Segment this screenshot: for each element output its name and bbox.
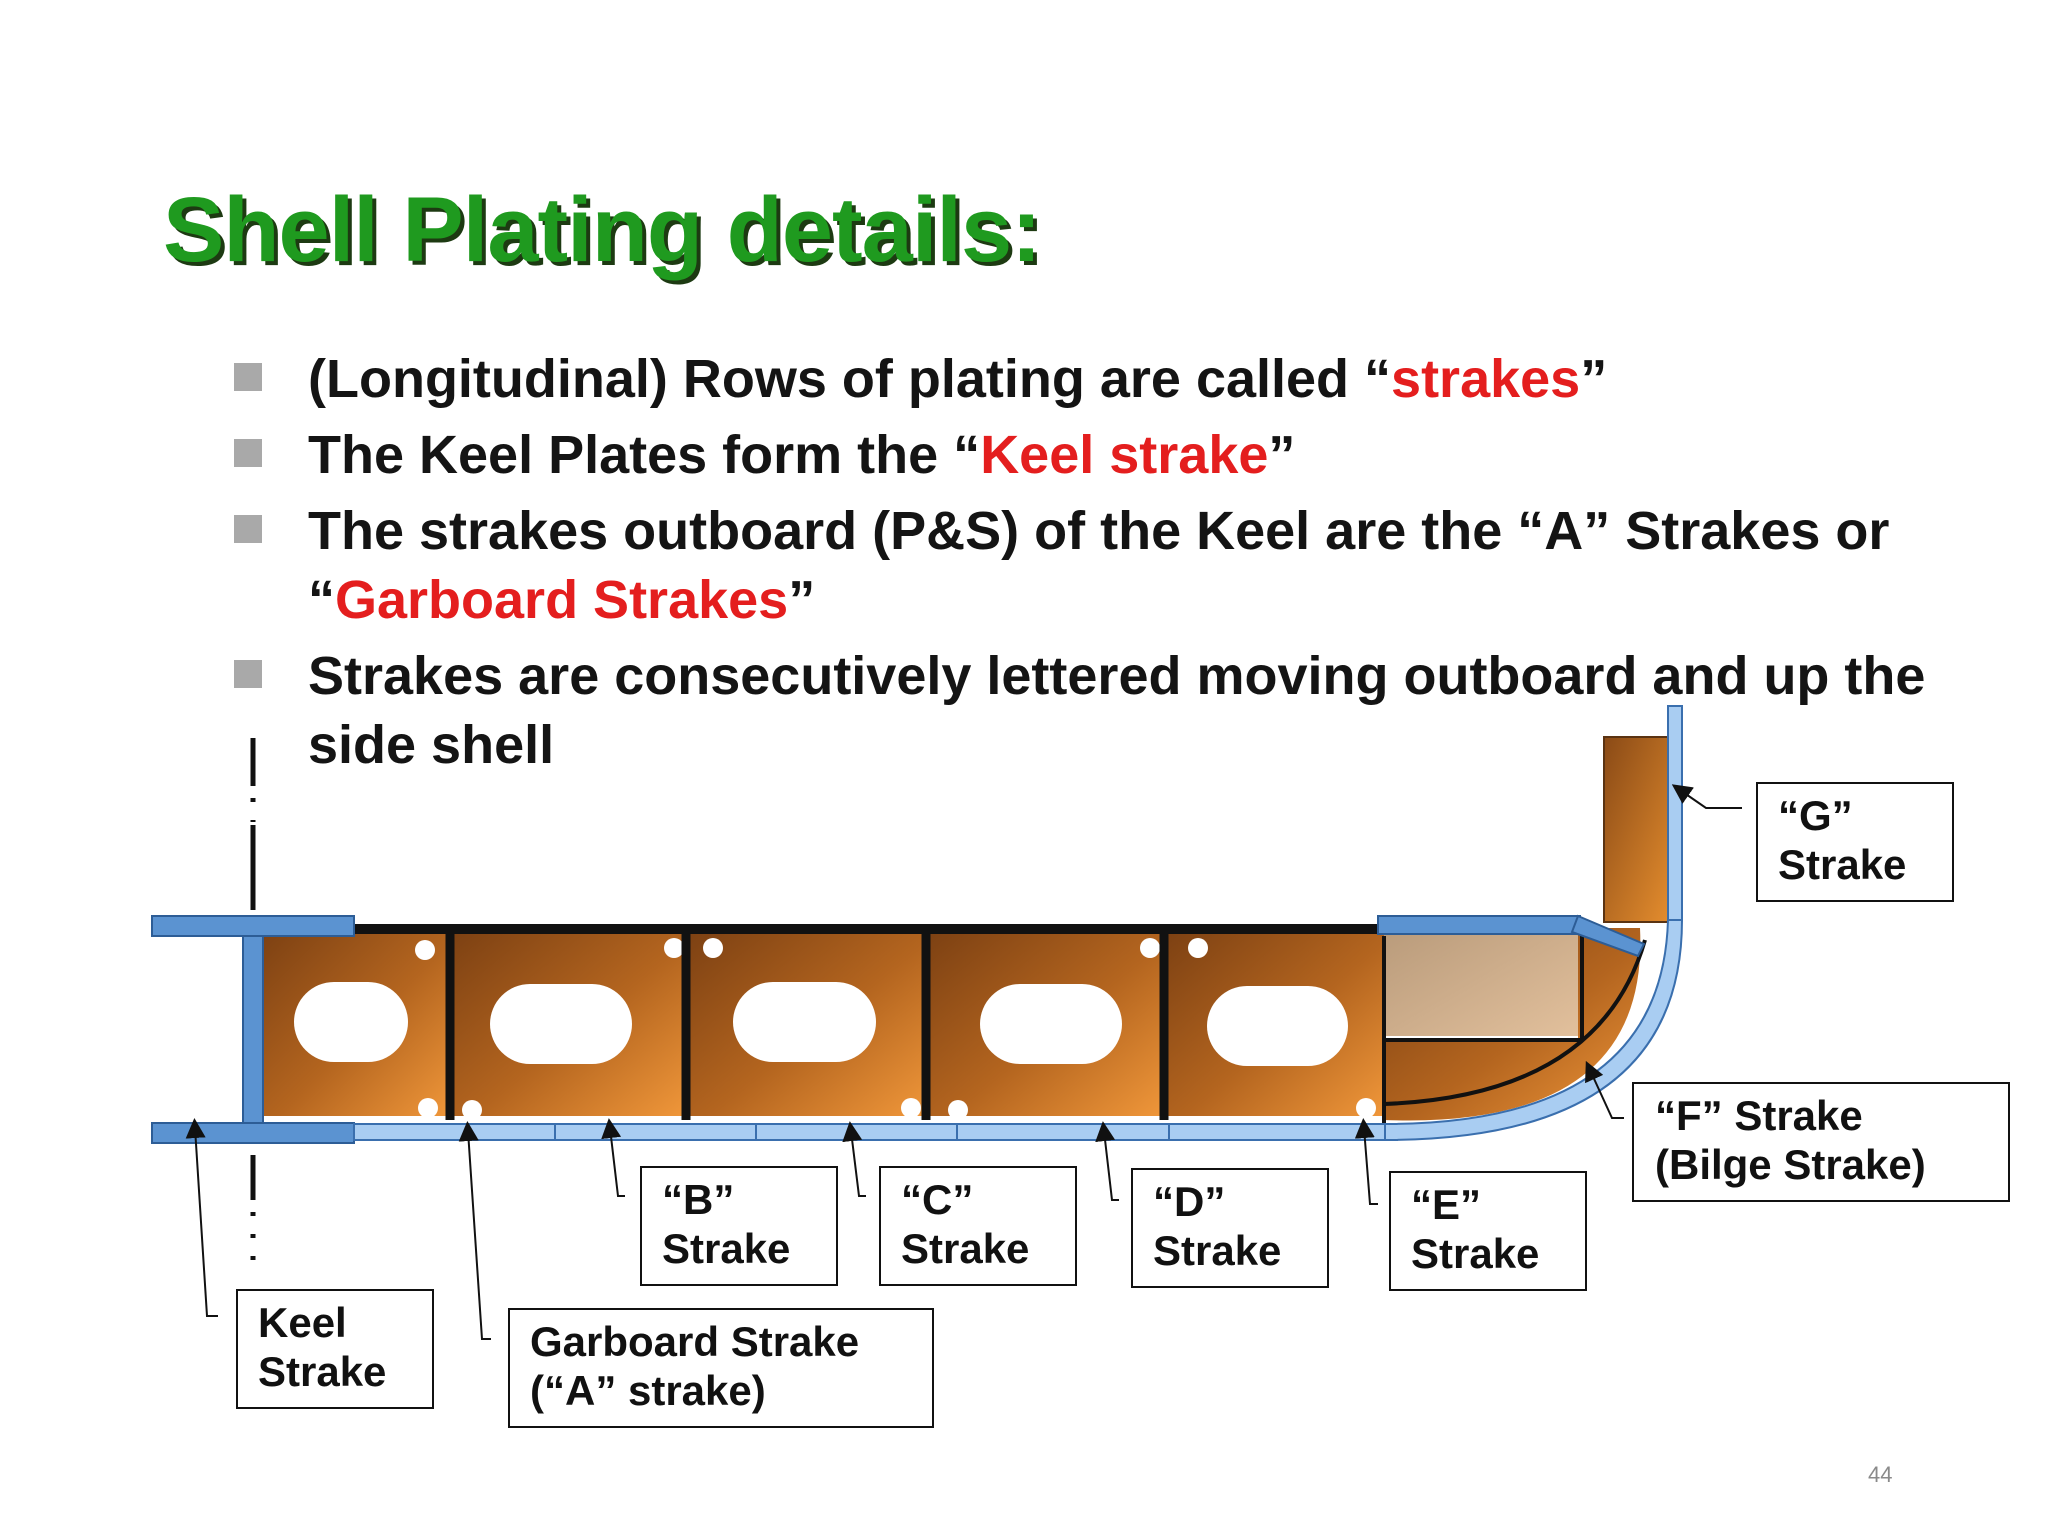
b-label-line2: Strake [662, 1225, 790, 1272]
d-label-line1: “D” [1153, 1178, 1225, 1225]
bullet-highlight: strakes [1391, 349, 1581, 409]
square-bullet-icon [234, 363, 262, 391]
g-label-line1: “G” [1778, 792, 1853, 839]
c-label-line2: Strake [901, 1225, 1029, 1272]
square-bullet-icon [234, 515, 262, 543]
page-number: 44 [1868, 1462, 1893, 1487]
bullet-item: (Longitudinal) Rows of plating are calle… [232, 345, 1972, 414]
keel-strake-label: Keel Strake [236, 1289, 434, 1409]
g-strake-label: “G” Strake [1756, 782, 1954, 902]
bullet-text-end: ” [1268, 425, 1296, 485]
bullet-text: The strakes outboard (P&S) of the Keel a… [308, 501, 1890, 630]
d-label-line2: Strake [1153, 1227, 1281, 1274]
side-shell [1377, 705, 1684, 1142]
bullet-text: (Longitudinal) Rows of plating are calle… [308, 349, 1392, 409]
bullet-highlight: Garboard Strakes [335, 570, 789, 630]
keel-label-line1: Keel [258, 1299, 347, 1346]
garboard-label-line2: (“A” strake) [530, 1367, 766, 1414]
bottom-shell-strakes [353, 1123, 1398, 1141]
bullet-item: The Keel Plates form the “Keel strake” [232, 421, 1972, 490]
f-strake-label: “F” Strake (Bilge Strake) [1632, 1082, 2010, 1202]
e-label-line2: Strake [1411, 1230, 1539, 1277]
c-label-line1: “C” [901, 1176, 973, 1223]
e-label-line1: “E” [1411, 1181, 1481, 1228]
garboard-strake-label: Garboard Strake (“A” strake) [508, 1308, 934, 1428]
d-strake-label: “D” Strake [1131, 1168, 1329, 1288]
bullet-item: The strakes outboard (P&S) of the Keel a… [232, 497, 1972, 635]
slide-title: Shell Plating details: [163, 179, 1042, 281]
b-label-line1: “B” [662, 1176, 734, 1223]
bullet-text: The Keel Plates form the “ [308, 425, 981, 485]
f-label-line2: (Bilge Strake) [1655, 1141, 1926, 1188]
leader-arrows [185, 784, 1742, 1340]
bullet-text-end: ” [788, 570, 816, 630]
drain-holes [415, 938, 1376, 1120]
bullet-text: Strakes are consecutively lettered movin… [308, 646, 1926, 775]
f-label-line1: “F” Strake [1655, 1092, 1863, 1139]
c-strake-label: “C” Strake [879, 1166, 1077, 1286]
bullet-item: Strakes are consecutively lettered movin… [232, 642, 1972, 780]
keel-label-line2: Strake [258, 1348, 386, 1395]
b-strake-label: “B” Strake [640, 1166, 838, 1286]
square-bullet-icon [234, 439, 262, 467]
e-strake-label: “E” Strake [1389, 1171, 1587, 1291]
garboard-label-line1: Garboard Strake [530, 1318, 859, 1365]
square-bullet-icon [234, 660, 262, 688]
bullet-text-end: ” [1580, 349, 1608, 409]
bullet-list: (Longitudinal) Rows of plating are calle… [232, 345, 1972, 787]
inner-bottom-structure [350, 924, 1647, 1124]
bullet-highlight: Keel strake [980, 425, 1269, 485]
lightening-holes [294, 982, 1348, 1066]
g-label-line2: Strake [1778, 841, 1906, 888]
